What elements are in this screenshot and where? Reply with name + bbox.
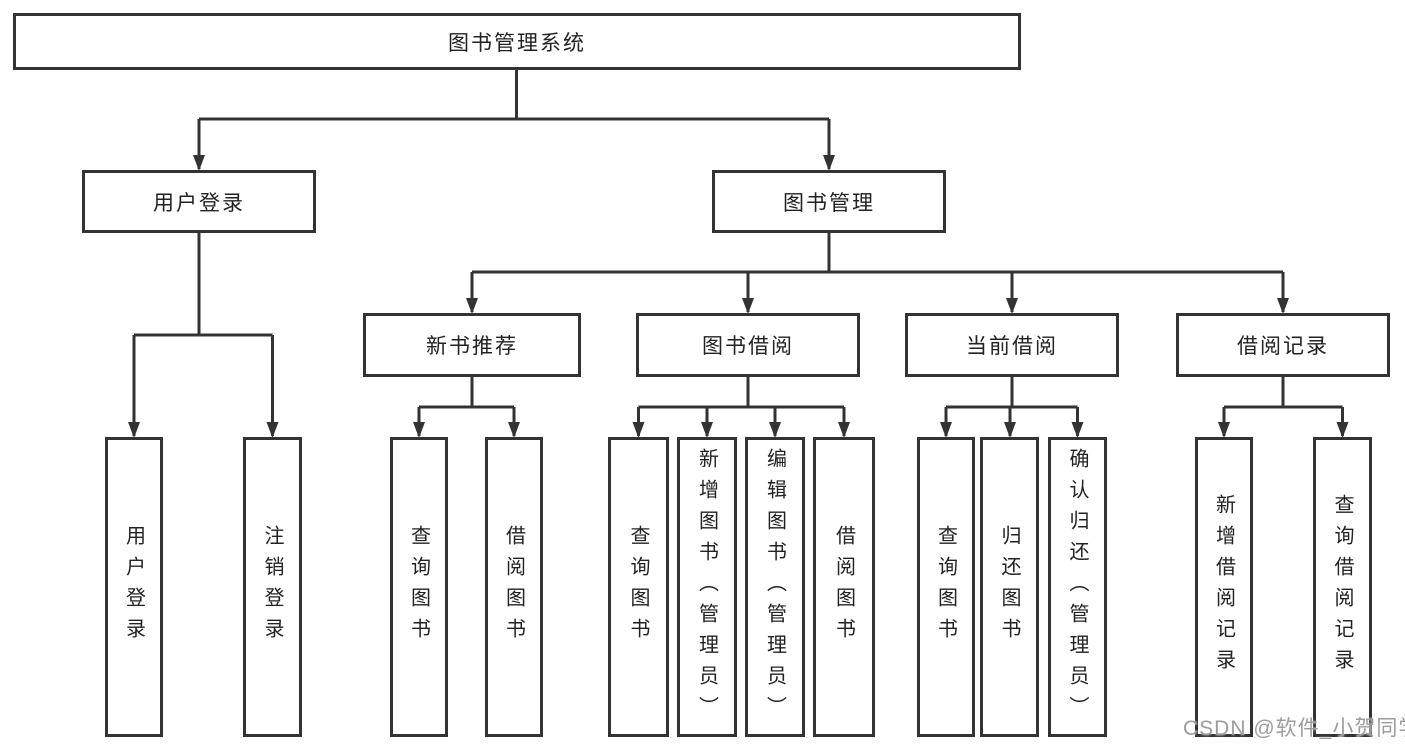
leaf-query-books-3: 查询图书 <box>917 437 975 737</box>
leaf-query-books-1: 查询图书 <box>390 437 448 737</box>
leaf-logout: 注销登录 <box>243 437 302 737</box>
leaf-query-borrow-record: 查询借阅记录 <box>1313 437 1372 737</box>
connector-user-login-bar <box>134 233 273 337</box>
node-new-book-recommend: 新书推荐 <box>363 313 581 377</box>
leaf-user-login: 用户登录 <box>105 437 163 737</box>
node-book-management: 图书管理 <box>712 170 946 233</box>
leaf-add-book-admin: 新增图书（管理员） <box>677 437 737 737</box>
leaf-edit-book-admin: 编辑图书（管理员） <box>745 437 805 737</box>
leaf-return-book: 归还图书 <box>980 437 1039 737</box>
leaf-borrow-books-1: 借阅图书 <box>485 437 543 737</box>
node-current-borrow: 当前借阅 <box>905 313 1119 377</box>
node-user-login: 用户登录 <box>82 170 316 233</box>
watermark: CSDN @软件_小贺同学 <box>1183 717 1405 740</box>
leaf-confirm-return-admin: 确认归还（管理员） <box>1048 437 1107 737</box>
connector-current-borrow-bar <box>946 377 1078 409</box>
connector-new-book-recommend-bar <box>419 377 514 409</box>
leaf-borrow-books-2: 借阅图书 <box>813 437 875 737</box>
connector-borrow-records-bar <box>1224 377 1343 409</box>
node-root: 图书管理系统 <box>13 13 1021 70</box>
leaf-query-books-2: 查询图书 <box>608 437 669 737</box>
node-book-borrow: 图书借阅 <box>636 313 860 377</box>
connector-book-borrow-bar <box>638 377 844 409</box>
node-borrow-records: 借阅记录 <box>1176 313 1390 377</box>
leaf-add-borrow-record: 新增借阅记录 <box>1195 437 1253 737</box>
connector-book-management-bar <box>472 233 1283 274</box>
connector-root-bar <box>199 70 829 121</box>
